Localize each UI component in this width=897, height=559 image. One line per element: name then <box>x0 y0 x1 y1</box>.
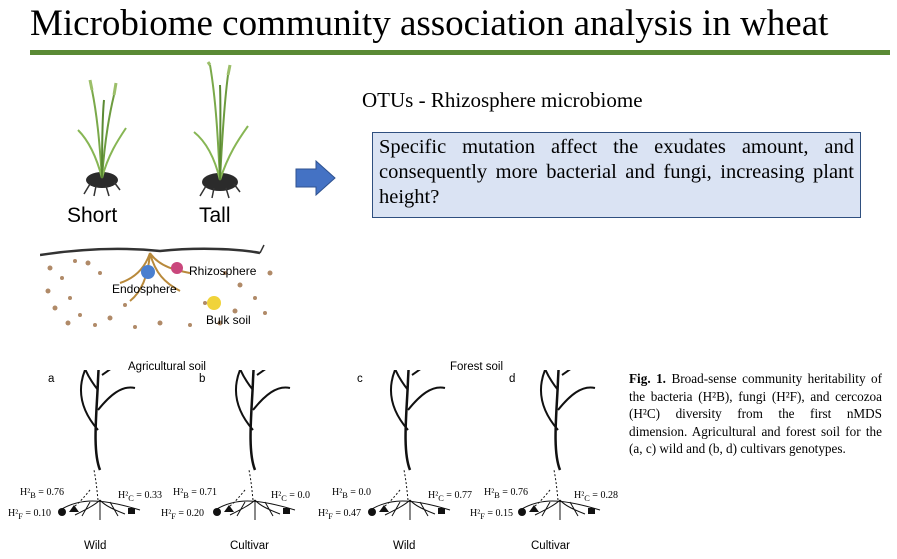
panel-a-hB: H²B = 0.76 <box>20 487 64 500</box>
agricultural-soil-heading: Agricultural soil <box>128 361 206 373</box>
wheat-plants-illustration <box>77 61 249 199</box>
otus-heading: OTUs - Rhizosphere microbiome <box>362 88 643 112</box>
panel-b-hF: H²F = 0.20 <box>161 508 205 521</box>
panel-b-genotype: Cultivar <box>230 540 269 552</box>
endosphere-label: Endosphere <box>112 282 177 296</box>
panel-letter-c: c <box>357 373 363 385</box>
panel-c-hC: H²C = 0.77 <box>428 490 472 503</box>
short-plant-icon <box>77 79 127 197</box>
caption-text: Broad-sense community heritability of th… <box>629 371 882 457</box>
right-arrow-icon <box>295 160 336 196</box>
panel-letter-b: b <box>199 373 206 385</box>
panel-d-hF: H²F = 0.15 <box>470 508 514 521</box>
title-underline <box>30 50 890 55</box>
question-box: Specific mutation affect the exudates am… <box>372 132 861 218</box>
panel-c-hB: H²B = 0.0 <box>332 487 371 500</box>
endosphere-dot <box>141 265 155 279</box>
rhizosphere-label: Rhizosphere <box>189 264 257 278</box>
heritability-figure <box>56 370 602 522</box>
panel-c-hF: H²F = 0.47 <box>318 508 362 521</box>
figure-caption: Fig. 1. Broad-sense community heritabili… <box>629 370 882 458</box>
short-plant-label: Short <box>67 204 118 227</box>
panel-d-genotype: Cultivar <box>531 540 570 552</box>
panel-d-hB: H²B = 0.76 <box>484 487 528 500</box>
tall-plant-icon <box>193 61 249 199</box>
panel-letter-a: a <box>48 373 55 385</box>
panel-a-genotype: Wild <box>84 540 107 552</box>
root-compartment-diagram <box>40 244 273 329</box>
panel-a-hF: H²F = 0.10 <box>8 508 52 521</box>
caption-label: Fig. 1. <box>629 371 666 386</box>
panel-b-hC: H²C = 0.0 <box>271 490 310 503</box>
panel-a-hC: H²C = 0.33 <box>118 490 162 503</box>
panel-d-hC: H²C = 0.28 <box>574 490 618 503</box>
panel-c-genotype: Wild <box>393 540 416 552</box>
bulk-soil-dot <box>207 296 221 310</box>
panel-letter-d: d <box>509 373 516 385</box>
slide-title: Microbiome community association analysi… <box>30 3 829 44</box>
bulk-soil-label: Bulk soil <box>206 313 251 327</box>
panel-b-hB: H²B = 0.71 <box>173 487 217 500</box>
rhizosphere-dot <box>171 262 183 274</box>
forest-soil-heading: Forest soil <box>450 361 504 373</box>
tall-plant-label: Tall <box>199 204 231 227</box>
